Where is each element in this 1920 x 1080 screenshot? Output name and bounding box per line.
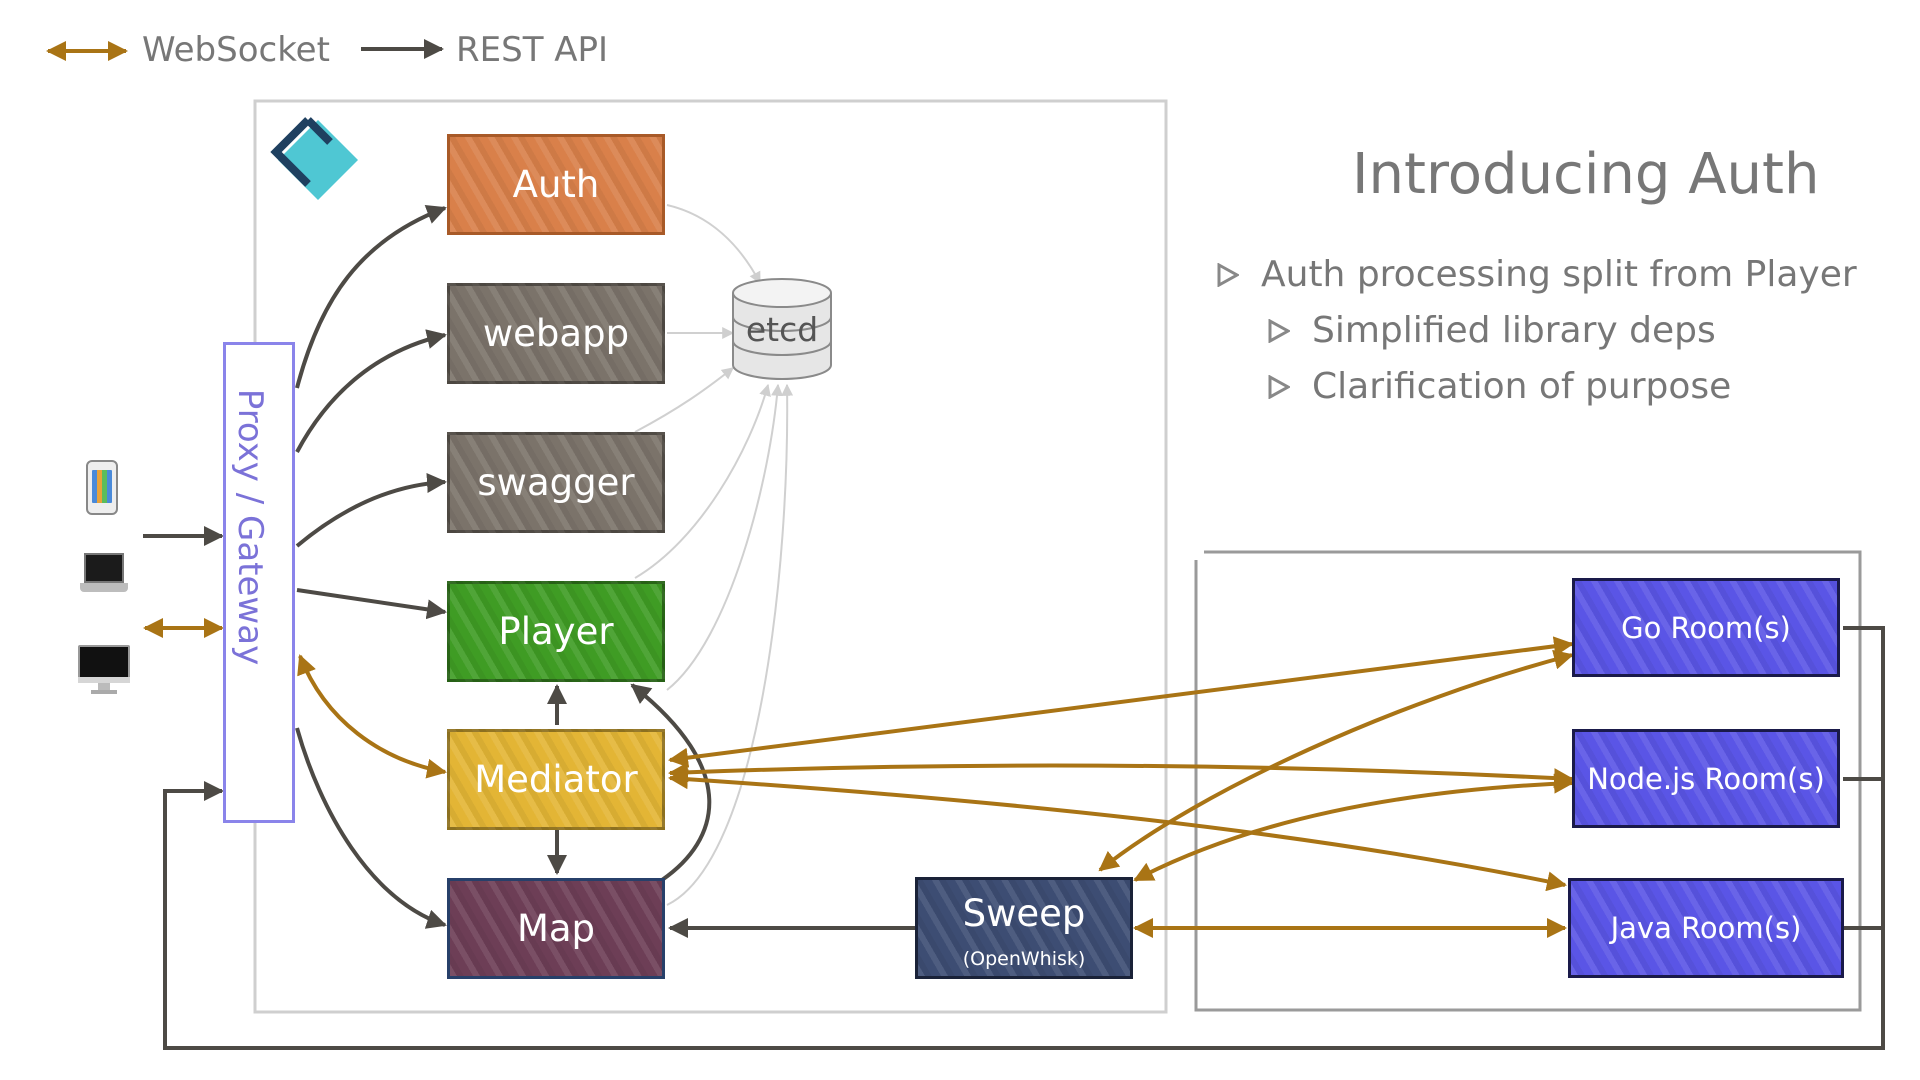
mediator-label: Mediator — [474, 758, 638, 801]
swagger-label: swagger — [477, 461, 635, 504]
rest-proxy-map — [295, 727, 447, 929]
webapp-service: webapp — [447, 283, 665, 384]
slide-title: Introducing Auth — [1352, 142, 1820, 207]
database-icon — [732, 278, 832, 380]
rest-proxy-swagger — [295, 473, 447, 548]
auth-label: Auth — [512, 163, 600, 206]
proxy-gateway-label: Proxy / Gateway — [230, 388, 270, 666]
etcd-label: etcd — [745, 310, 819, 349]
bullet-3-text: Clarification of purpose — [1312, 366, 1732, 407]
laptop-icon — [80, 553, 128, 601]
etcd-link-swagger — [634, 367, 734, 433]
etcd-link-player — [634, 383, 771, 579]
sweep-label: Sweep — [962, 892, 1086, 935]
mediator-service: Mediator — [447, 729, 665, 830]
bullet-3: Clarification of purpose — [1268, 366, 1731, 407]
auth-service: Auth — [447, 134, 665, 235]
go-room: Go Room(s) — [1572, 578, 1840, 677]
desktop-icon — [78, 645, 130, 695]
ws-mediator-go — [668, 636, 1574, 768]
map-label: Map — [516, 907, 596, 950]
java-room-label: Java Room(s) — [1610, 911, 1802, 945]
sweep-sublabel: (OpenWhisk) — [962, 948, 1086, 970]
bullet-2-text: Simplified library deps — [1312, 310, 1716, 351]
map-service: Map — [447, 878, 665, 979]
sweep-service: Sweep (OpenWhisk) — [915, 877, 1133, 979]
bullet-1-text: Auth processing split from Player — [1261, 254, 1857, 295]
bullet-arrow-icon — [1268, 318, 1290, 343]
ws-sweep-go — [1098, 649, 1574, 872]
nodejs-room: Node.js Room(s) — [1572, 729, 1840, 828]
bullet-arrow-icon — [1217, 262, 1239, 287]
rest-rooms-return — [163, 626, 1885, 1050]
player-service: Player — [447, 581, 665, 682]
etcd-link-map — [666, 383, 794, 906]
player-label: Player — [498, 610, 614, 653]
legend-rest-label: REST API — [456, 30, 609, 70]
ws-proxy-mediator — [297, 654, 447, 779]
swagger-service: swagger — [447, 432, 665, 533]
go-room-label: Go Room(s) — [1621, 610, 1791, 645]
phone-icon — [86, 460, 118, 515]
bullet-1: Auth processing split from Player — [1217, 254, 1857, 295]
etcd-link-auth — [666, 204, 761, 285]
java-room: Java Room(s) — [1568, 878, 1844, 978]
rest-proxy-webapp — [295, 329, 447, 453]
rest-proxy-player — [296, 588, 447, 620]
proxy-gateway — [223, 342, 295, 823]
webapp-label: webapp — [482, 312, 630, 355]
logo-icon — [270, 117, 358, 200]
cluster-frame — [253, 99, 1168, 1014]
legend-websocket-label: WebSocket — [142, 30, 330, 70]
rest-proxy-auth — [295, 204, 447, 389]
bullet-arrow-icon — [1268, 374, 1290, 399]
ws-sweep-node — [1133, 773, 1574, 882]
bullet-2: Simplified library deps — [1268, 310, 1716, 351]
nodejs-room-label: Node.js Room(s) — [1587, 761, 1825, 796]
ws-mediator-node — [668, 762, 1574, 789]
